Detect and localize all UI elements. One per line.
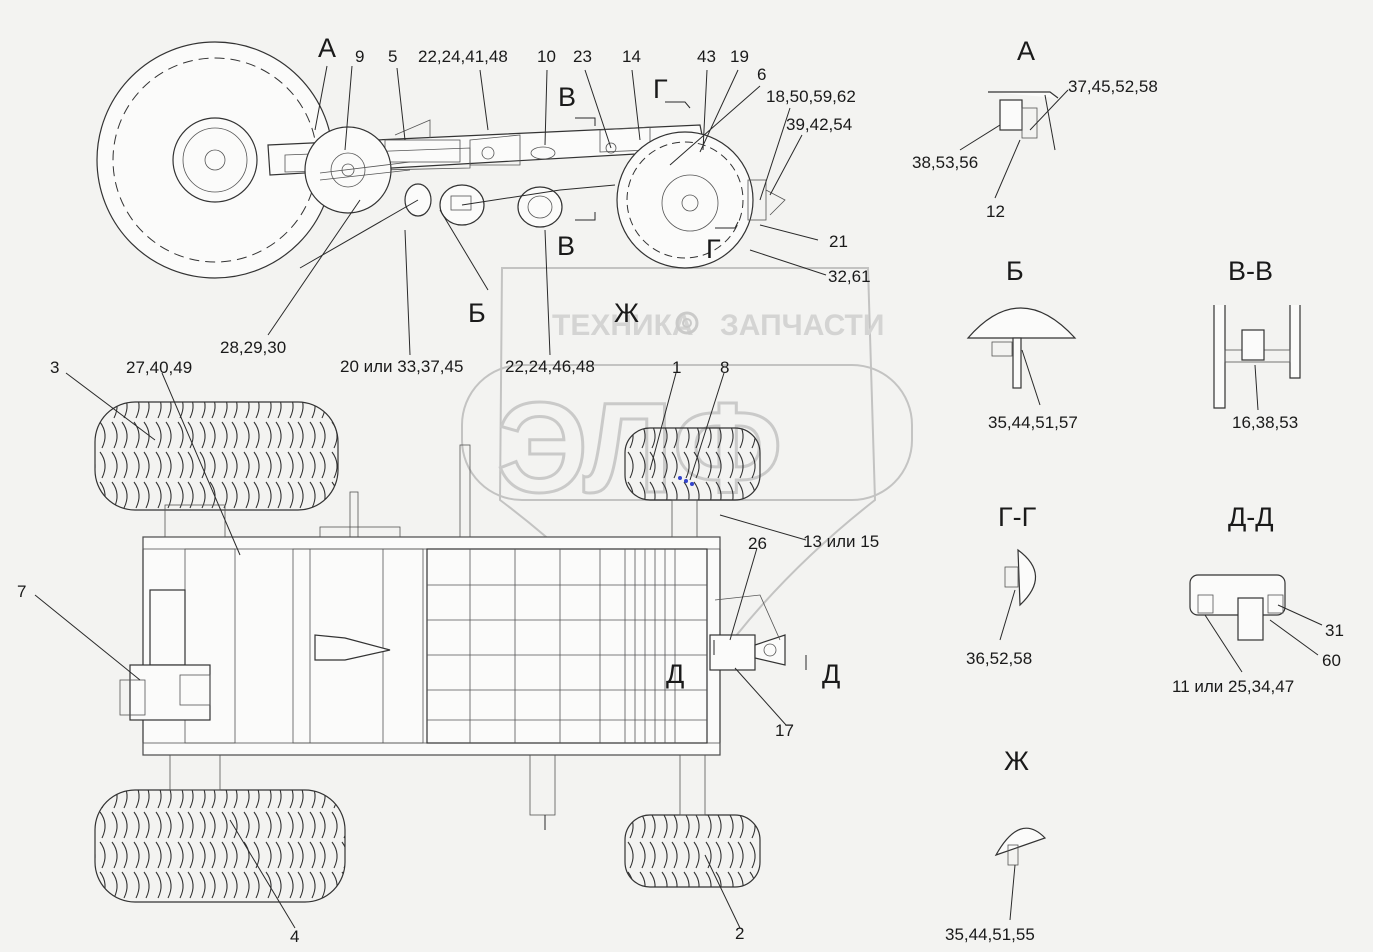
label-36-52-58: 36,52,58 (966, 649, 1032, 668)
label-27-40-49: 27,40,49 (126, 358, 192, 377)
detail-dd-title: Д-Д (1228, 502, 1274, 532)
label-35-44-51-57: 35,44,51,57 (988, 413, 1078, 432)
label-21: 21 (829, 232, 848, 251)
sieve-grid (426, 548, 708, 744)
view-letter-v-top: В (558, 82, 576, 112)
view-letter-g-bottom: Г (706, 234, 721, 264)
label-22-24-46-48: 22,24,46,48 (505, 357, 595, 376)
label-9: 9 (355, 47, 364, 66)
label-6: 6 (757, 65, 766, 84)
side-view (96, 41, 827, 356)
label-7: 7 (17, 582, 26, 601)
view-letter-d-right: Д (822, 659, 840, 689)
view-letter-b-side: Б (468, 298, 486, 328)
label-39-42-54: 39,42,54 (786, 115, 852, 134)
label-12: 12 (986, 202, 1005, 221)
label-1: 1 (672, 358, 681, 377)
large-wheel-side (96, 41, 334, 279)
watermark-text-right: ЗАПЧАСТИ (720, 309, 884, 342)
label-37-45-52-58: 37,45,52,58 (1068, 77, 1158, 96)
wheel-1 (624, 427, 761, 501)
detail-dd: Д-Д 31 60 11 или 25,34,47 (1172, 502, 1344, 696)
detail-a-title: А (1017, 36, 1035, 66)
label-26: 26 (748, 534, 767, 553)
label-2: 2 (735, 924, 744, 943)
label-3: 3 (50, 358, 59, 377)
label-43: 43 (697, 47, 716, 66)
label-5: 5 (388, 47, 397, 66)
detail-vv: В-В 16,38,53 (1213, 256, 1301, 432)
view-letter-a: А (318, 33, 336, 63)
label-38-53-56: 38,53,56 (912, 153, 978, 172)
label-14: 14 (622, 47, 641, 66)
label-31: 31 (1325, 621, 1344, 640)
view-letter-g-top: Г (653, 74, 668, 104)
label-18-50-59-62: 18,50,59,62 (766, 87, 856, 106)
detail-vv-title: В-В (1228, 256, 1273, 286)
detail-gg-title: Г-Г (998, 502, 1037, 532)
label-17: 17 (775, 721, 794, 740)
top-view (34, 372, 807, 929)
detail-b: Б 35,44,51,57 (966, 256, 1078, 432)
view-letter-v-bottom: В (557, 231, 575, 261)
gear-icon (675, 311, 699, 335)
label-13-or-15: 13 или 15 (803, 532, 879, 551)
label-22-24-41-48: 22,24,41,48 (418, 47, 508, 66)
label-10: 10 (537, 47, 556, 66)
label-35-44-51-55: 35,44,51,55 (945, 925, 1035, 944)
detail-b-title: Б (1006, 256, 1024, 286)
label-20-33-37-45: 20 или 33,37,45 (340, 357, 463, 376)
wheel-2 (624, 814, 761, 888)
wheel-4 (94, 789, 346, 903)
label-23: 23 (573, 47, 592, 66)
wheel-3 (94, 401, 339, 511)
label-28-29-30: 28,29,30 (220, 338, 286, 357)
watermark-text-left: ТЕХНИКА (552, 309, 694, 342)
view-letter-zh-side: Ж (614, 298, 639, 328)
label-8: 8 (720, 358, 729, 377)
front-wheel-side (616, 131, 754, 269)
detail-gg: Г-Г 36,52,58 (966, 502, 1037, 668)
label-4: 4 (290, 927, 299, 946)
detail-zh-title: Ж (1004, 746, 1029, 776)
label-19: 19 (730, 47, 749, 66)
detail-zh: Ж 35,44,51,55 (945, 746, 1047, 944)
label-32-61: 32,61 (828, 267, 871, 286)
label-60: 60 (1322, 651, 1341, 670)
label-11-or-25-34-47: 11 или 25,34,47 (1172, 677, 1294, 696)
detail-a: А 37,45,52,58 38,53,56 12 (912, 36, 1158, 221)
label-16-38-53: 16,38,53 (1232, 413, 1298, 432)
view-letter-d-left: Д (666, 659, 684, 689)
